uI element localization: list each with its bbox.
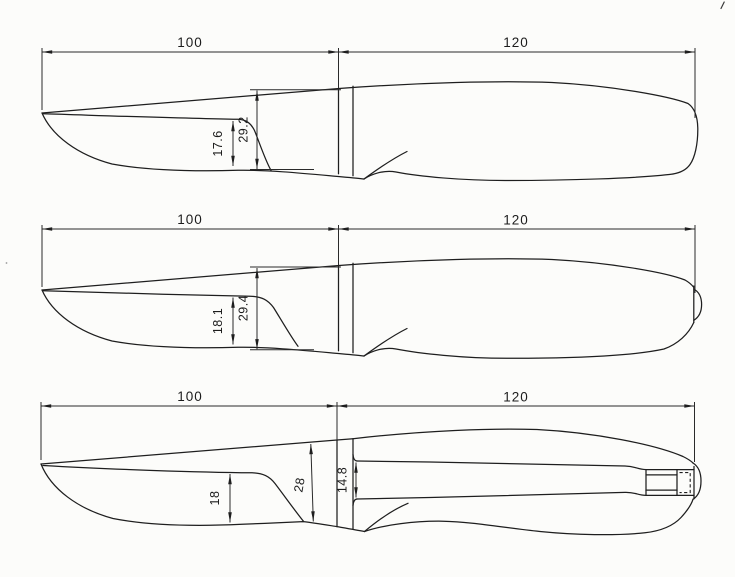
knife-2-edge-height-label: 18.1 bbox=[211, 308, 225, 334]
knife-2-blade-length-label: 100 bbox=[177, 212, 203, 227]
knife-1-grind-line bbox=[42, 113, 272, 171]
knife-3-edge-line bbox=[40, 463, 366, 533]
knife-3-tang-fillet-top bbox=[352, 453, 358, 462]
knife-3-spine-line bbox=[40, 438, 354, 465]
knife-3-tang-fillet-bottom bbox=[352, 498, 358, 507]
knife-3-total-height-dim-line bbox=[309, 443, 315, 522]
knife-1-choil-curve bbox=[363, 150, 408, 180]
scan-artifacts bbox=[5, 1, 725, 264]
knife-3-choil-curve bbox=[363, 502, 409, 533]
knife-3-drawing: 100 120 18 28 14.8 bbox=[40, 389, 702, 536]
knife-2-grind-line bbox=[42, 290, 299, 347]
knife-3-tang-top-line bbox=[356, 460, 695, 471]
knife-2-outline bbox=[41, 258, 703, 359]
scan-speck bbox=[5, 262, 8, 264]
knife-3-blade-length-label: 100 bbox=[177, 389, 203, 404]
knife-2-handle-length-label: 120 bbox=[503, 213, 529, 228]
knife-1-handle-length-label: 120 bbox=[503, 35, 529, 50]
knife-2-butt-cap-outer-arc bbox=[693, 288, 703, 321]
knife-1-spine-line bbox=[41, 87, 340, 114]
knife-1-blade-length-label: 100 bbox=[177, 35, 203, 50]
knife-3-total-height-label: 28 bbox=[291, 476, 307, 493]
knife-1-edge-line bbox=[41, 112, 365, 180]
knife-1-total-height-label: 29.2 bbox=[237, 116, 251, 142]
knife-2-total-height-label: 29.4 bbox=[237, 295, 251, 321]
knife-3-outline bbox=[40, 428, 702, 536]
knife-2-edge-line bbox=[41, 289, 365, 357]
knife-1-edge-height-label: 17.6 bbox=[211, 130, 225, 156]
knife-3-handle-bottom-line bbox=[363, 498, 694, 536]
knife-3-hidden-nut-outline bbox=[679, 472, 691, 494]
knife-1-handle-bottom-line bbox=[363, 170, 674, 182]
knife-2-handle-bottom-line bbox=[363, 321, 695, 359]
stray-mark bbox=[720, 1, 725, 10]
knife-2-spine-line bbox=[41, 264, 340, 291]
knife-2-dimensions: 100 120 18.1 29.4 bbox=[41, 212, 696, 351]
knife-3-grind-line bbox=[42, 464, 305, 522]
knife-1-dimensions: 100 120 17.6 29.2 bbox=[41, 35, 696, 170]
knife-3-dimensions: 100 120 18 28 14.8 bbox=[40, 389, 695, 523]
knife-3-tang-height-label: 14.8 bbox=[336, 467, 350, 493]
knife-2-choil-curve bbox=[363, 327, 408, 357]
knife-3-handle-top-line bbox=[352, 428, 694, 464]
knife-3-edge-height-label: 18 bbox=[208, 491, 222, 506]
knife-1-outline bbox=[41, 81, 699, 182]
knife-3-tang-bottom-line bbox=[356, 491, 695, 500]
knife-3-handle-length-label: 120 bbox=[503, 390, 529, 405]
knife-1-drawing: 100 120 17.6 29.2 bbox=[41, 35, 699, 182]
knife-2-handle-top-line bbox=[338, 258, 695, 288]
knife-1-handle-top-line bbox=[338, 81, 699, 175]
knife-3-pommel-outer-arc bbox=[692, 462, 702, 500]
knife-2-drawing: 100 120 18.1 29.4 bbox=[41, 212, 703, 359]
